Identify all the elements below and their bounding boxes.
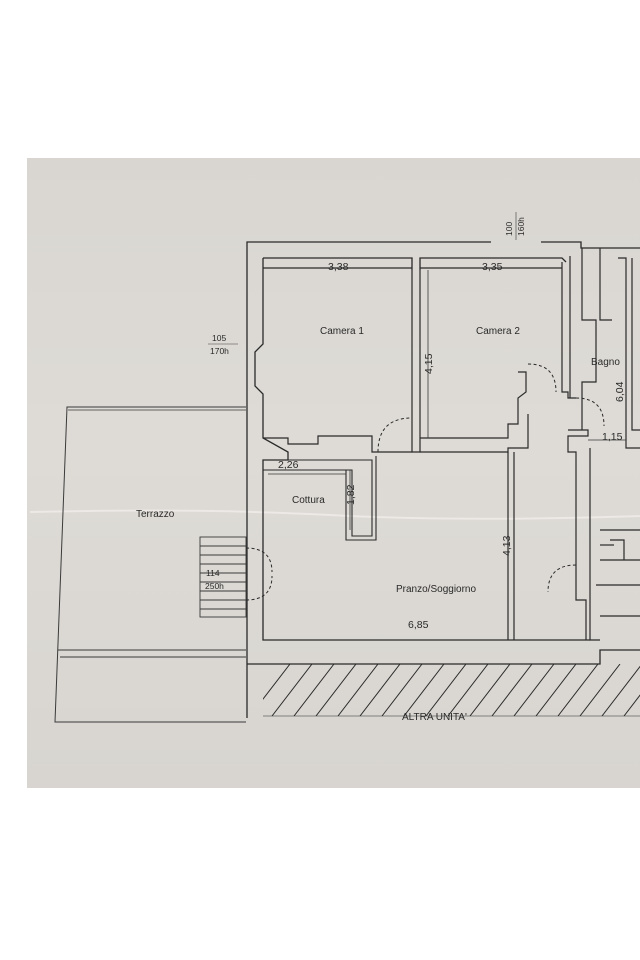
window-left-width: 105 <box>212 333 226 343</box>
window-top-height: 160h <box>516 217 526 236</box>
hatch-line <box>271 664 313 716</box>
wall-camera1-right <box>411 270 421 453</box>
hatch-line <box>535 664 577 716</box>
hatch-line <box>403 664 445 716</box>
terrace-outline <box>54 406 246 723</box>
label-terrazzo: Terrazzo <box>136 509 175 520</box>
hatch-line <box>623 694 640 716</box>
outer-walls <box>246 241 640 718</box>
dimension-lines <box>268 270 626 530</box>
dim-camera1-width: 3,38 <box>328 261 349 273</box>
door-terrace <box>245 547 273 601</box>
terrace <box>54 406 246 723</box>
door-pranzo-right <box>547 564 577 593</box>
outer-wall-bottom <box>247 649 640 665</box>
label-camera2: Camera 2 <box>476 326 520 337</box>
dim-cottura-width: 2,26 <box>278 459 299 471</box>
hatch-line <box>263 664 291 700</box>
door-swings <box>245 363 605 601</box>
hatch-line <box>337 664 379 716</box>
door-bagno <box>575 397 605 427</box>
hatch-line <box>557 664 599 716</box>
paper-sheet <box>27 158 640 788</box>
terrace-steps <box>199 536 247 618</box>
label-bagno: Bagno <box>591 357 620 368</box>
label-altra-unita: ALTRA UNITA' <box>402 712 467 723</box>
hatch-line <box>469 664 511 716</box>
door-camera1 <box>377 417 413 453</box>
dim-camera2-depth: 4,15 <box>423 353 435 374</box>
hatch-line <box>601 665 640 716</box>
hatch-line <box>293 664 335 716</box>
hatch-line <box>491 664 533 716</box>
hatch-line <box>513 664 555 716</box>
dim-cottura-depth: 1,82 <box>345 484 357 505</box>
kitchen-counter <box>263 456 377 541</box>
dim-pranzo-depth: 4,13 <box>501 535 513 556</box>
interior-walls <box>263 248 640 641</box>
dim-bagno-depth: 6,04 <box>614 381 626 402</box>
dim-camera2-width: 3,35 <box>482 261 503 273</box>
hatch-line <box>359 664 401 716</box>
door-camera2 <box>527 363 557 393</box>
hatch-line <box>381 664 423 716</box>
hatch-line <box>579 664 621 716</box>
door-terrace-height: 250h <box>205 581 224 591</box>
altra-unita-hatch <box>263 664 640 716</box>
hatch-line <box>447 664 489 716</box>
hatch-line <box>315 664 357 716</box>
label-pranzo: Pranzo/Soggiorno <box>396 584 476 595</box>
dim-bagno-width: 1,15 <box>602 431 623 443</box>
outer-wall-left <box>246 241 491 718</box>
paper-fold-line <box>29 509 640 520</box>
hatch-line <box>425 664 467 716</box>
label-camera1: Camera 1 <box>320 326 364 337</box>
window-top-width: 100 <box>504 222 514 236</box>
label-cottura: Cottura <box>292 495 325 506</box>
dim-pranzo-width: 6,85 <box>408 619 429 631</box>
door-terrace-width: 114 <box>206 568 220 578</box>
window-left-height: 170h <box>210 346 229 356</box>
